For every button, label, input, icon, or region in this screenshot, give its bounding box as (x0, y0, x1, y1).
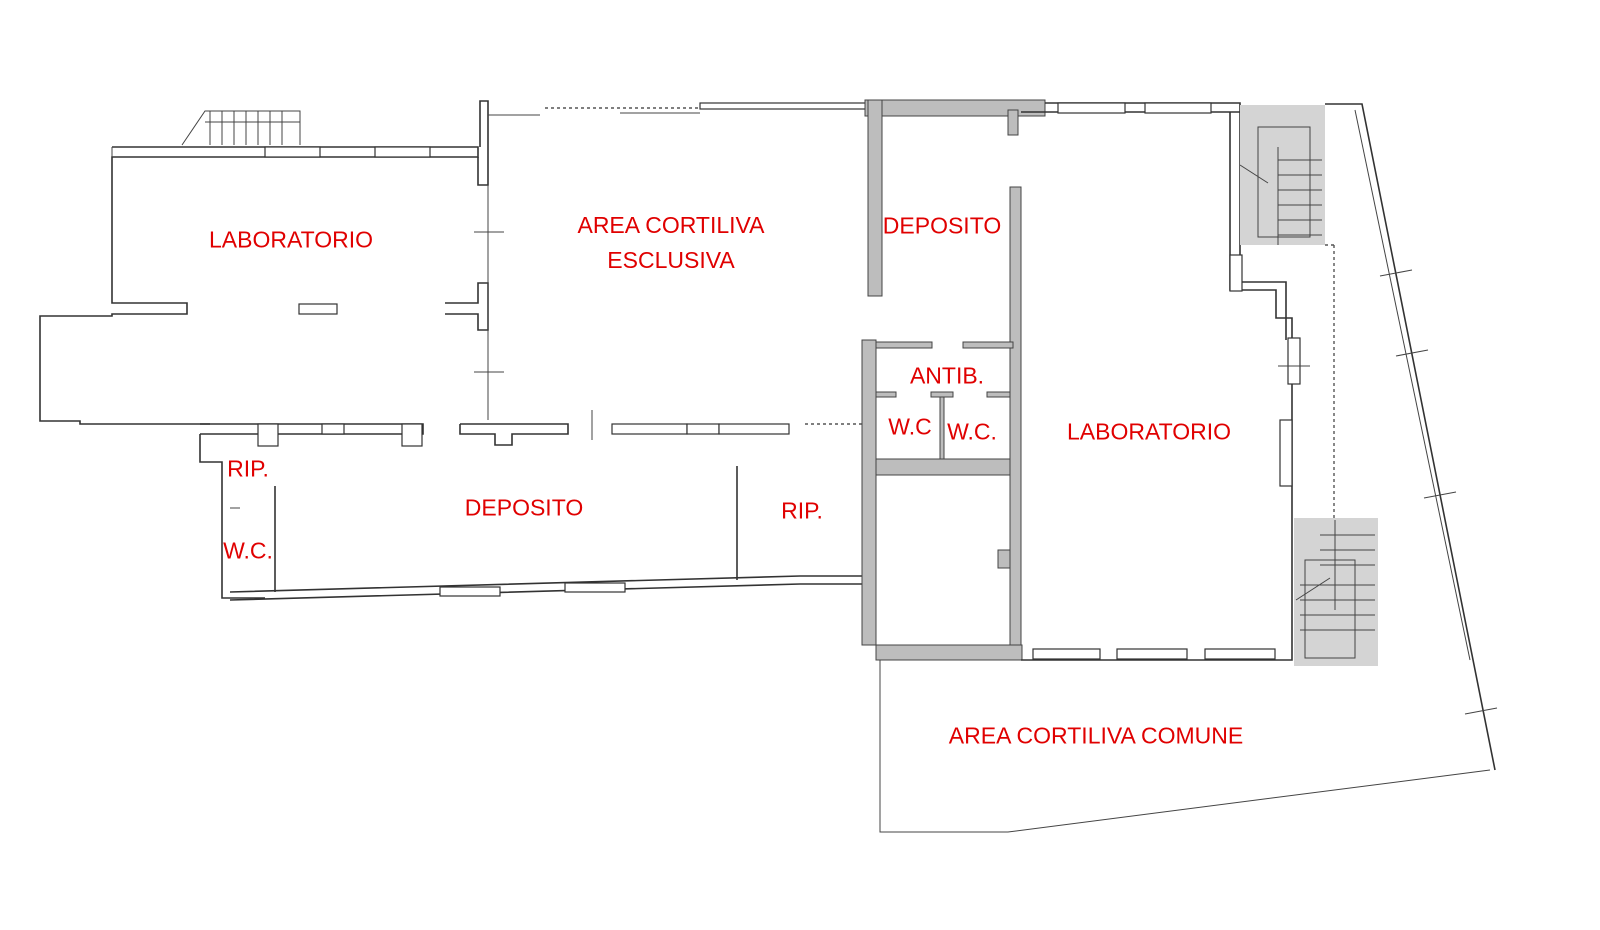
room-label-laboratorio-right: LABORATORIO (1066, 418, 1232, 445)
room-label-wc-left: W.C. (223, 537, 273, 564)
room-label-wc-1: W.C (888, 413, 932, 440)
stairs-top (1239, 126, 1322, 245)
room-label-area-cortiliva-esclusiva: AREA CORTILIVA ESCLUSIVA (577, 208, 764, 278)
room-label-laboratorio-left: LABORATORIO (208, 226, 374, 253)
room-label-deposito-bottom: DEPOSITO (464, 494, 584, 521)
room-label-rip-center: RIP. (781, 497, 823, 524)
central-walls (545, 99, 1046, 661)
room-label-rip-left: RIP. (227, 455, 269, 482)
room-label-deposito-top: DEPOSITO (882, 212, 1002, 239)
left-building-walls (39, 100, 862, 601)
stairs-bottom (1295, 520, 1375, 659)
room-label-antib: ANTIB. (909, 362, 985, 389)
room-label-wc-2: W.C. (947, 418, 997, 445)
common-court-boundary (879, 660, 1491, 833)
room-label-line-1: AREA CORTILIVA (577, 212, 765, 238)
right-building-walls (1021, 102, 1498, 771)
room-label-area-cortiliva-comune: AREA CORTILIVA COMUNE (948, 722, 1244, 749)
room-label-line-2: ESCLUSIVA (607, 247, 735, 273)
